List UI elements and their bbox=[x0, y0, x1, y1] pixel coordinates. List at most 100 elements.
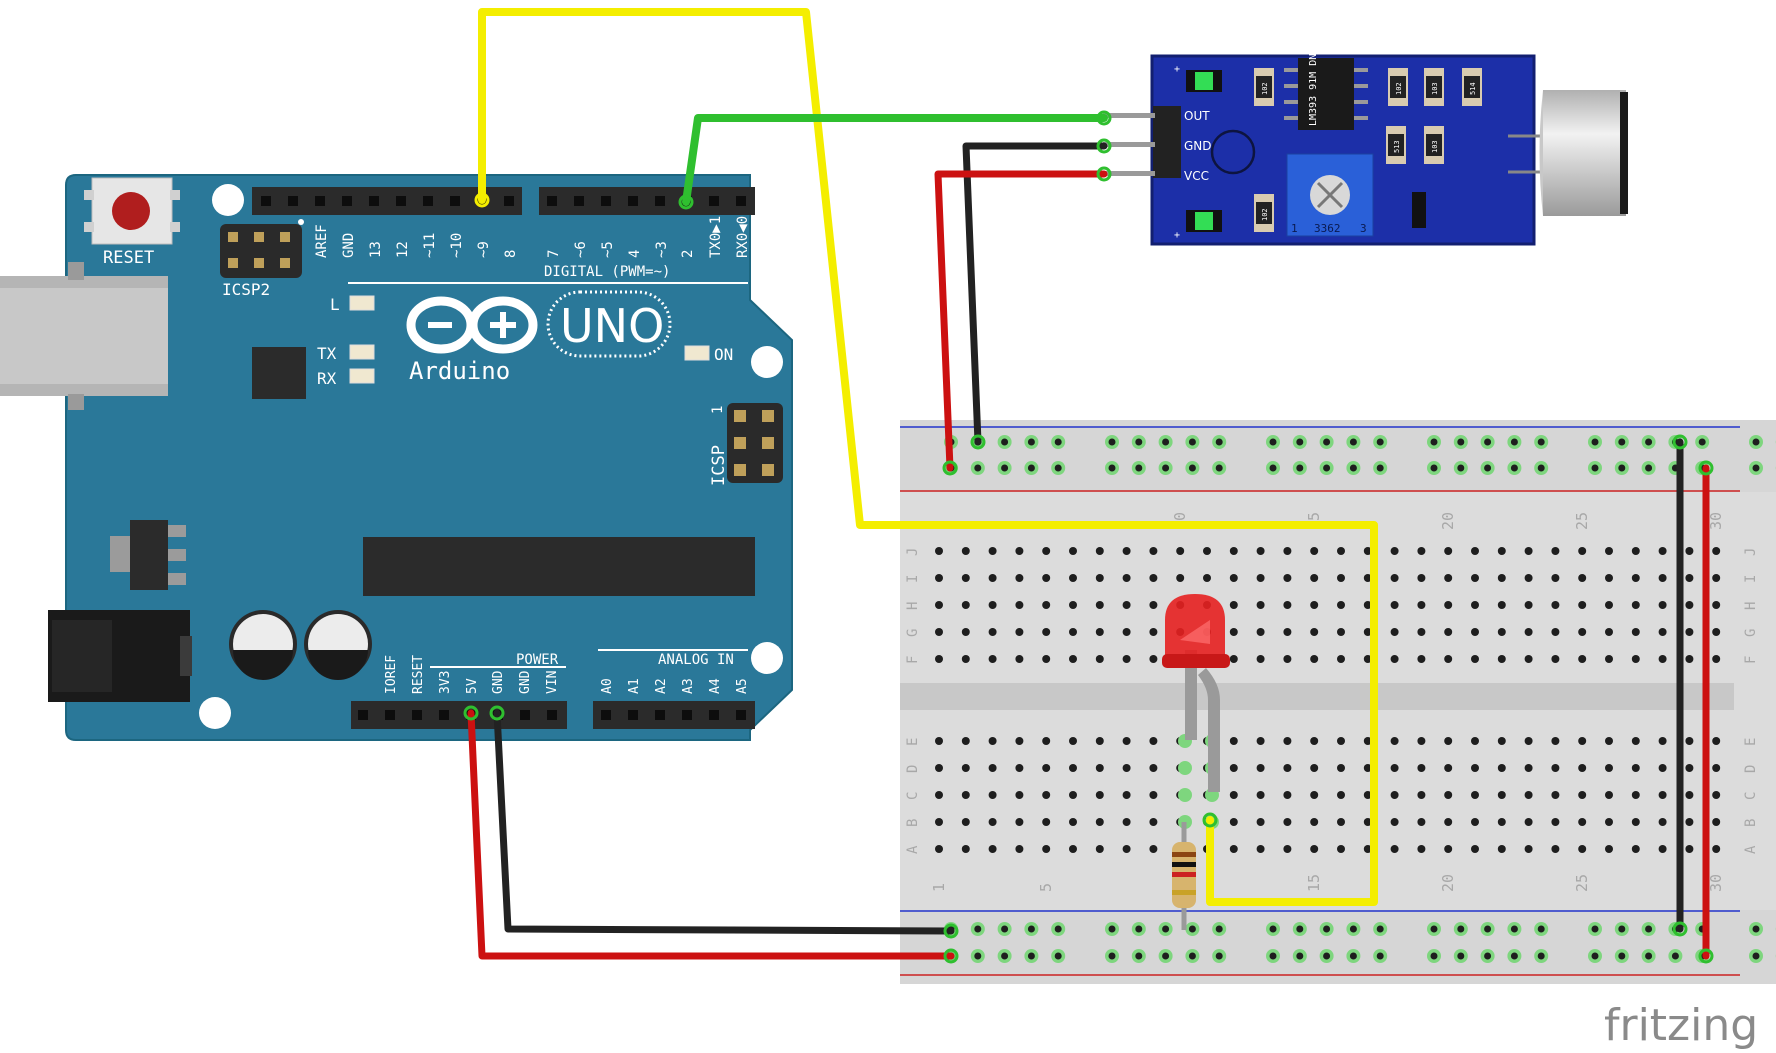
breadboard-hole bbox=[1363, 655, 1372, 663]
breadboard-hole bbox=[1497, 845, 1506, 853]
breadboard-hole bbox=[1444, 547, 1453, 555]
breadboard-hole bbox=[1444, 655, 1453, 663]
breadboard-hole bbox=[1337, 818, 1345, 826]
row-label: D bbox=[1743, 765, 1759, 773]
breadboard-hole bbox=[1149, 574, 1158, 582]
reset-button[interactable] bbox=[84, 177, 180, 245]
pin-label: IOREF bbox=[384, 655, 399, 694]
breadboard-hole bbox=[1256, 737, 1265, 745]
resistor bbox=[1172, 822, 1196, 930]
breadboard-hole bbox=[1524, 628, 1533, 636]
led-on bbox=[684, 345, 710, 361]
column-number: 30 bbox=[1707, 512, 1725, 530]
breadboard-hole bbox=[1363, 845, 1372, 853]
pin-label: ~11 bbox=[422, 233, 438, 258]
breadboard-hole bbox=[935, 737, 943, 745]
breadboard-hole bbox=[1658, 764, 1667, 772]
breadboard-hole bbox=[1310, 601, 1319, 609]
breadboard-hole bbox=[1390, 764, 1399, 772]
breadboard-hole bbox=[935, 574, 943, 582]
breadboard-hole bbox=[1712, 818, 1721, 826]
breadboard-hole bbox=[1497, 628, 1506, 636]
led-on-label: ON bbox=[714, 345, 733, 364]
breadboard-hole bbox=[1015, 628, 1024, 636]
row-label: C bbox=[1743, 792, 1759, 800]
breadboard-hole bbox=[1363, 574, 1372, 582]
header-pin bbox=[315, 196, 325, 206]
breadboard-hole bbox=[988, 737, 997, 745]
breadboard-hole bbox=[1310, 628, 1319, 636]
wire-end bbox=[943, 948, 959, 964]
row-label: C bbox=[905, 792, 921, 800]
breadboard-hole bbox=[1524, 818, 1533, 826]
breadboard-hole bbox=[1605, 574, 1613, 582]
svg-text:102: 102 bbox=[1395, 82, 1403, 95]
breadboard-hole bbox=[1551, 655, 1560, 663]
breadboard-hole bbox=[1042, 628, 1051, 636]
sensor-pin-label: GND bbox=[1184, 139, 1212, 153]
header-pin bbox=[547, 710, 557, 720]
breadboard-hole bbox=[988, 764, 997, 772]
breadboard-hole bbox=[1658, 737, 1667, 745]
breadboard-hole bbox=[1337, 764, 1345, 772]
breadboard-hole bbox=[1631, 845, 1640, 853]
breadboard-hole bbox=[935, 655, 943, 663]
smd-resistor: 514 bbox=[1462, 68, 1482, 106]
breadboard-hole bbox=[961, 764, 970, 772]
row-label: J bbox=[1743, 548, 1759, 556]
breadboard-hole bbox=[1578, 547, 1587, 555]
breadboard-hole bbox=[1658, 845, 1667, 853]
breadboard-hole bbox=[1417, 601, 1426, 609]
breadboard-hole bbox=[961, 845, 970, 853]
chip-label: LM393 91M DN1519 bbox=[1308, 30, 1319, 126]
breadboard-hole bbox=[1095, 791, 1104, 799]
breadboard-hole bbox=[1015, 574, 1024, 582]
potentiometer[interactable] bbox=[1286, 153, 1374, 237]
breadboard-hole bbox=[1417, 655, 1426, 663]
breadboard-hole bbox=[1712, 845, 1721, 853]
breadboard-hole bbox=[1337, 845, 1345, 853]
breadboard-hole bbox=[935, 791, 943, 799]
breadboard-hole bbox=[1015, 601, 1024, 609]
header-pin bbox=[736, 196, 746, 206]
breadboard-hole bbox=[961, 655, 970, 663]
smd-resistor: 513 bbox=[1386, 126, 1406, 164]
arduino-logo bbox=[406, 290, 672, 358]
wire-black-gnd[interactable] bbox=[493, 709, 955, 935]
breadboard-hole bbox=[1497, 737, 1506, 745]
row-label: D bbox=[905, 765, 921, 773]
wire-black-sensor-gnd[interactable] bbox=[962, 142, 1108, 446]
breadboard-hole bbox=[1417, 628, 1426, 636]
breadboard-hole bbox=[1122, 737, 1131, 745]
breadboard-hole bbox=[1122, 791, 1131, 799]
wire-end bbox=[1698, 460, 1714, 476]
breadboard-hole bbox=[1122, 655, 1131, 663]
voltage-regulator bbox=[110, 520, 186, 590]
breadboard-hole bbox=[1417, 845, 1426, 853]
row-label: B bbox=[1743, 819, 1759, 827]
header-pin bbox=[709, 196, 719, 206]
breadboard: 115510101515202025253030JJIIHHGGFFEEDDCC… bbox=[900, 420, 1776, 984]
breadboard-hole bbox=[1578, 737, 1587, 745]
breadboard-hole bbox=[1685, 574, 1694, 582]
breadboard-hole bbox=[961, 574, 970, 582]
wire-green-out[interactable] bbox=[682, 114, 1108, 206]
wire-red-5v[interactable] bbox=[467, 709, 955, 960]
breadboard-hole bbox=[1229, 845, 1238, 853]
wire-red-sensor-vcc[interactable] bbox=[934, 170, 1108, 472]
analog-label: ANALOG IN bbox=[658, 652, 734, 668]
breadboard-hole bbox=[1069, 547, 1077, 555]
breadboard-hole bbox=[1042, 791, 1051, 799]
header-pin bbox=[450, 196, 460, 206]
row-label: F bbox=[1743, 656, 1759, 664]
breadboard-hole bbox=[1069, 818, 1077, 826]
wire-yellow-d9[interactable] bbox=[478, 8, 1378, 906]
breadboard-hole bbox=[1605, 737, 1613, 745]
wire-end bbox=[970, 434, 986, 450]
breadboard-hole bbox=[1363, 737, 1372, 745]
wire-end bbox=[1096, 138, 1112, 154]
breadboard-hole bbox=[1471, 601, 1479, 609]
header-pin bbox=[423, 196, 433, 206]
